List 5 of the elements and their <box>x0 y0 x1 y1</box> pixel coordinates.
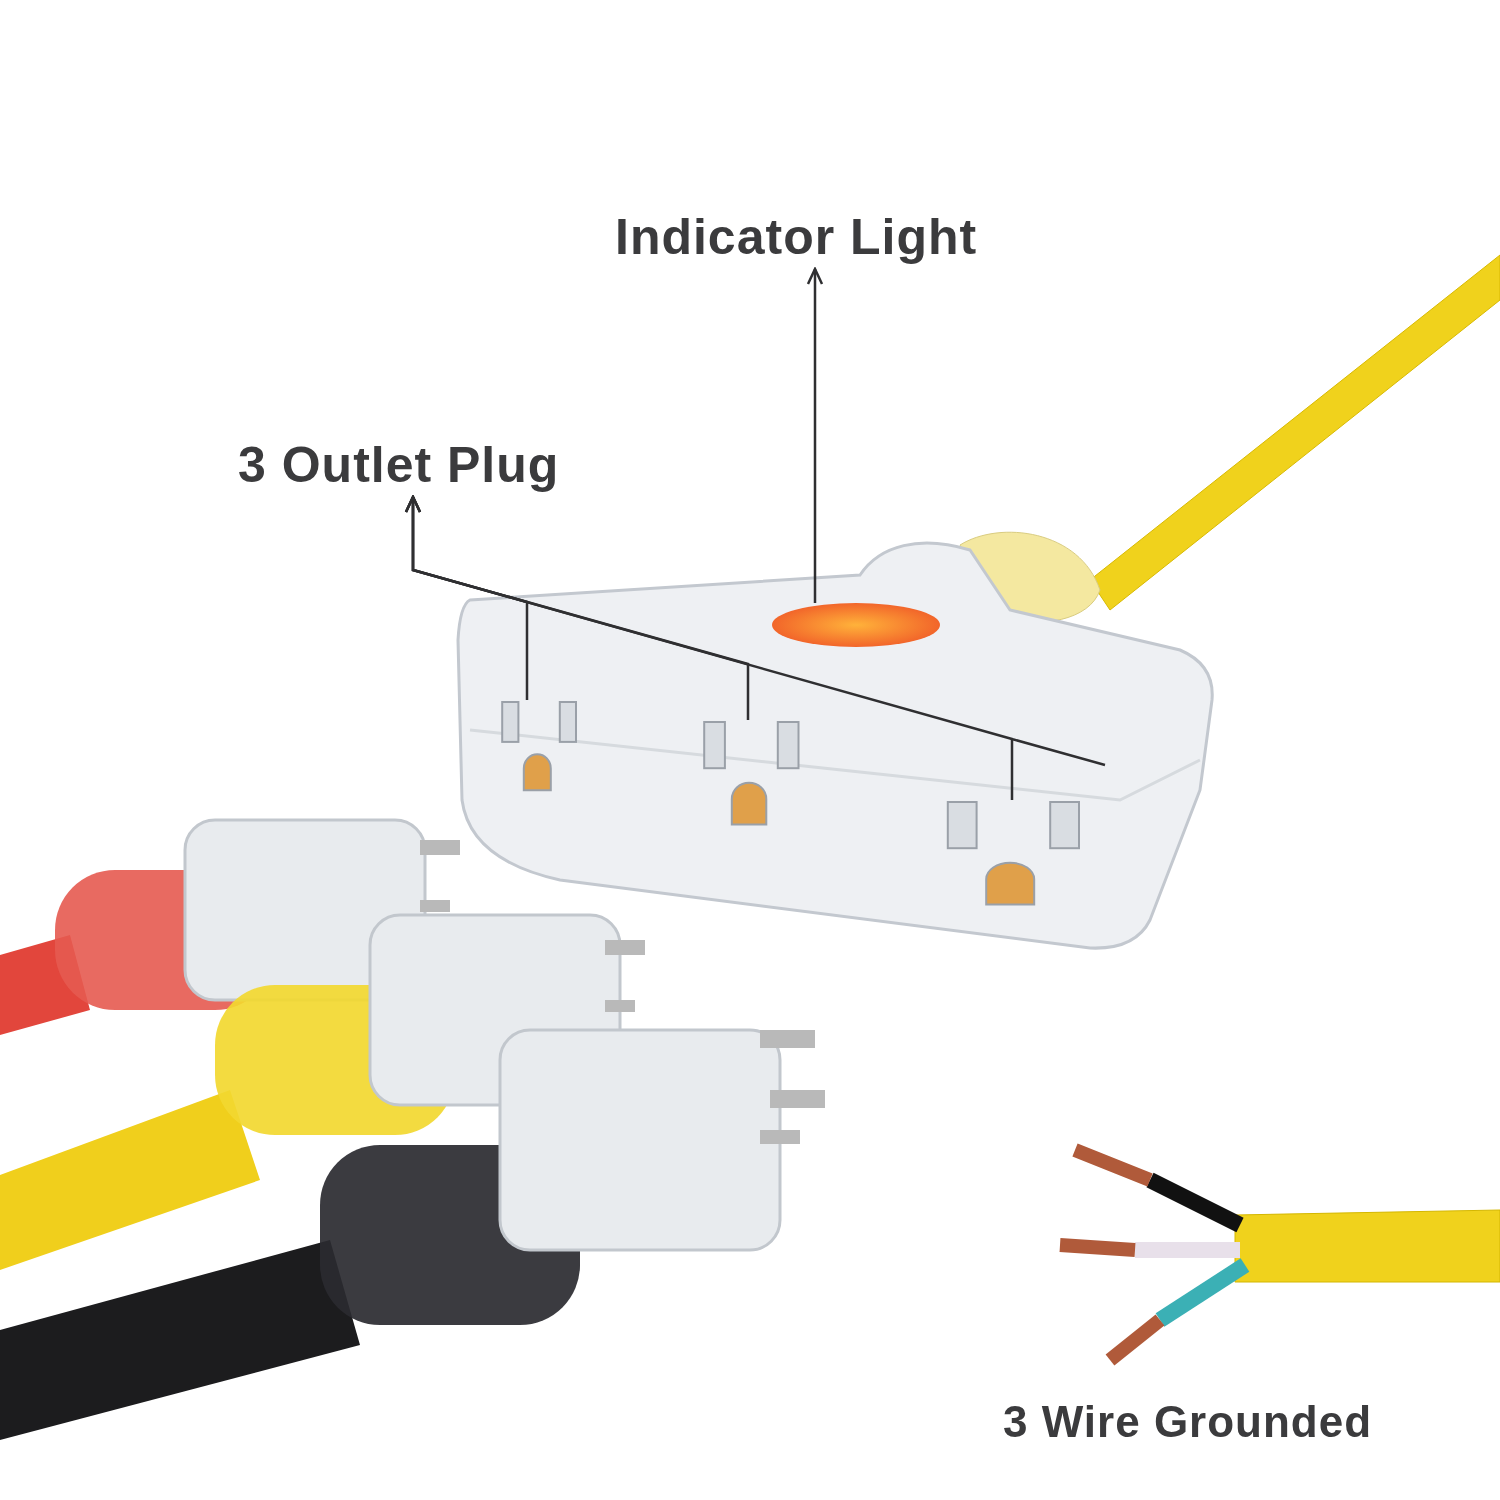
leader-line <box>806 267 824 603</box>
leader-line <box>404 495 1107 802</box>
callout-label: Indicator Light <box>615 210 978 265</box>
caption-label: 3 Wire Grounded <box>1003 1398 1373 1447</box>
callout-label: 3 Outlet Plug <box>238 438 560 493</box>
